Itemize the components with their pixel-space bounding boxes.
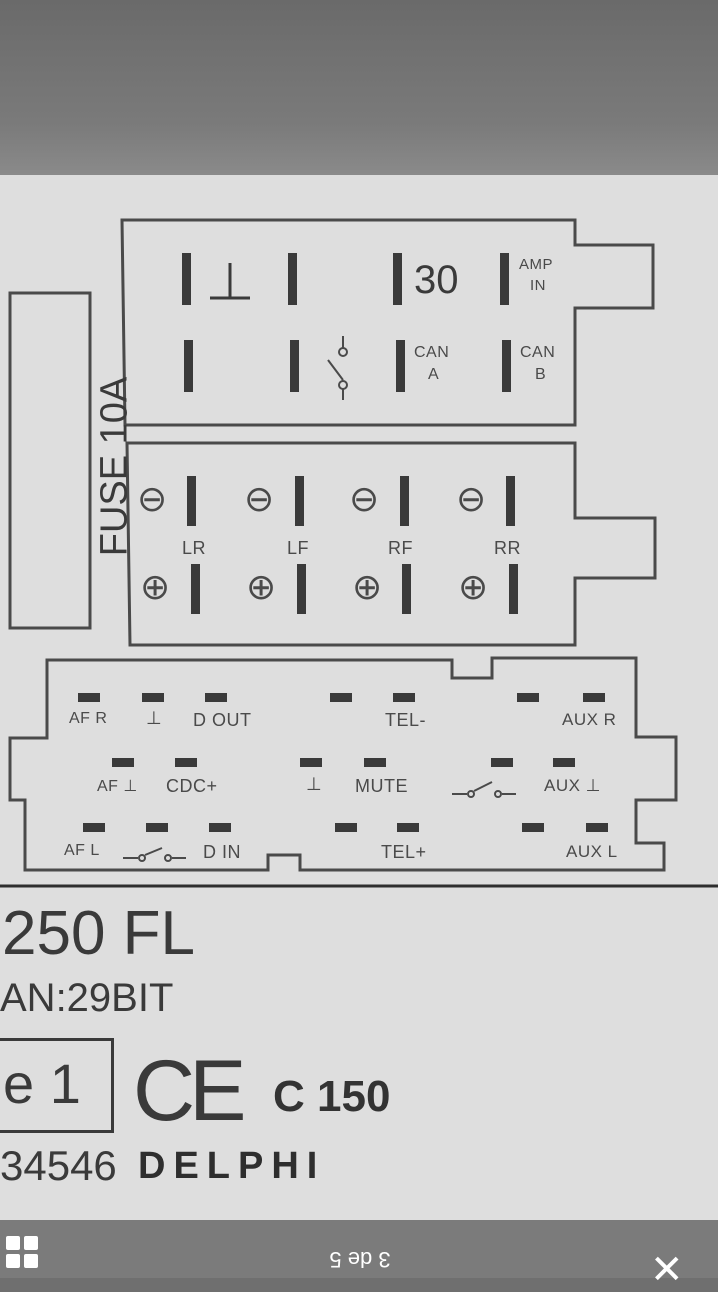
pin-c7 bbox=[583, 693, 605, 702]
aux-r-label: AUX R bbox=[562, 710, 617, 729]
aux-outline bbox=[8, 656, 678, 872]
lf-minus-symbol: ⊖ bbox=[244, 478, 275, 519]
can-bits: AN:29BIT bbox=[0, 976, 174, 1020]
can-a-label-1: CAN bbox=[414, 344, 450, 361]
background-top bbox=[0, 0, 718, 175]
fuse-box bbox=[8, 291, 92, 630]
brand-logo: DELPHI bbox=[138, 1145, 326, 1187]
pin-c6 bbox=[517, 693, 539, 702]
amp-in-label-1: AMP bbox=[519, 256, 554, 273]
pin-c4 bbox=[330, 693, 352, 702]
ground-symbol bbox=[210, 263, 250, 300]
c-code: C 150 bbox=[273, 1072, 391, 1121]
pin-c12 bbox=[491, 758, 513, 767]
pin-b2 bbox=[295, 476, 304, 526]
pin-b4 bbox=[506, 476, 515, 526]
rf-label: RF bbox=[388, 538, 413, 558]
pin-c14 bbox=[83, 823, 105, 832]
type-box-text: e 1 bbox=[3, 1052, 81, 1115]
ce-mark: CE bbox=[133, 1043, 246, 1139]
pin-c8 bbox=[112, 758, 134, 767]
switch-symbol-aux bbox=[123, 781, 516, 862]
tel-plus-label: TEL+ bbox=[381, 842, 427, 862]
iso-b-outline bbox=[125, 441, 657, 647]
can-b-label-2: B bbox=[535, 366, 547, 383]
pin-b8 bbox=[509, 564, 518, 614]
pin-c11 bbox=[364, 758, 386, 767]
grid-icon[interactable] bbox=[6, 1236, 40, 1270]
pin-c10 bbox=[300, 758, 322, 767]
ground-label-2: ⊥ bbox=[306, 774, 323, 794]
amp-in-label-2: IN bbox=[530, 277, 546, 294]
pin-a7 bbox=[396, 340, 405, 392]
pin-30-label: 30 bbox=[414, 258, 459, 302]
rr-plus-symbol: ⊕ bbox=[458, 566, 489, 607]
pin-c20 bbox=[586, 823, 608, 832]
rr-minus-symbol: ⊖ bbox=[456, 478, 487, 519]
lf-label: LF bbox=[287, 538, 310, 558]
pin-a6 bbox=[290, 340, 299, 392]
can-b-label-1: CAN bbox=[520, 344, 556, 361]
pin-b1 bbox=[187, 476, 196, 526]
iso-a-outline bbox=[120, 218, 655, 427]
pin-a8 bbox=[502, 340, 511, 392]
tel-minus-label: TEL- bbox=[385, 710, 427, 730]
ground-label-1: ⊥ bbox=[146, 708, 163, 728]
pin-a1 bbox=[182, 253, 191, 305]
fuse-label: FUSE 10A bbox=[93, 376, 136, 557]
viewer-bottom-bar bbox=[0, 1220, 718, 1278]
serial-number: 34546 bbox=[0, 1142, 117, 1189]
pin-c17 bbox=[335, 823, 357, 832]
type-box: e 1 bbox=[0, 1038, 114, 1133]
lf-plus-symbol: ⊕ bbox=[246, 566, 277, 607]
pin-c18 bbox=[397, 823, 419, 832]
d-in-label: D IN bbox=[203, 842, 241, 862]
can-a-label-2: A bbox=[428, 366, 440, 383]
cdc-plus-label: CDC+ bbox=[166, 776, 218, 796]
pin-c3 bbox=[205, 693, 227, 702]
d-out-label: D OUT bbox=[193, 710, 252, 730]
page-indicator: 3 de 5 bbox=[329, 1247, 391, 1272]
pin-a5 bbox=[184, 340, 193, 392]
pin-a4 bbox=[500, 253, 509, 305]
pin-c19 bbox=[522, 823, 544, 832]
pin-b7 bbox=[402, 564, 411, 614]
af-l-label: AF L bbox=[64, 842, 100, 859]
pin-b5 bbox=[191, 564, 200, 614]
pin-c5 bbox=[393, 693, 415, 702]
pin-b3 bbox=[400, 476, 409, 526]
lr-minus-symbol: ⊖ bbox=[137, 478, 168, 519]
aux-l-label: AUX L bbox=[566, 842, 618, 861]
pin-a3 bbox=[393, 253, 402, 305]
pin-c1 bbox=[78, 693, 100, 702]
model-number: 250 FL bbox=[2, 899, 196, 968]
pin-c16 bbox=[209, 823, 231, 832]
mute-label: MUTE bbox=[355, 776, 408, 796]
lr-plus-symbol: ⊕ bbox=[140, 566, 171, 607]
af-r-label: AF R bbox=[69, 710, 108, 727]
rf-minus-symbol: ⊖ bbox=[349, 478, 380, 519]
rr-label: RR bbox=[494, 538, 521, 558]
lr-label: LR bbox=[182, 538, 207, 558]
pin-b6 bbox=[297, 564, 306, 614]
pin-a2 bbox=[288, 253, 297, 305]
switch-symbol bbox=[327, 336, 348, 400]
aux-gnd-label: AUX ⊥ bbox=[544, 776, 601, 795]
af-gnd-label: AF ⊥ bbox=[97, 778, 138, 795]
rf-plus-symbol: ⊕ bbox=[352, 566, 383, 607]
pin-c9 bbox=[175, 758, 197, 767]
pin-c2 bbox=[142, 693, 164, 702]
pin-c15 bbox=[146, 823, 168, 832]
pin-c13 bbox=[553, 758, 575, 767]
close-icon[interactable]: ✕ bbox=[650, 1248, 684, 1292]
